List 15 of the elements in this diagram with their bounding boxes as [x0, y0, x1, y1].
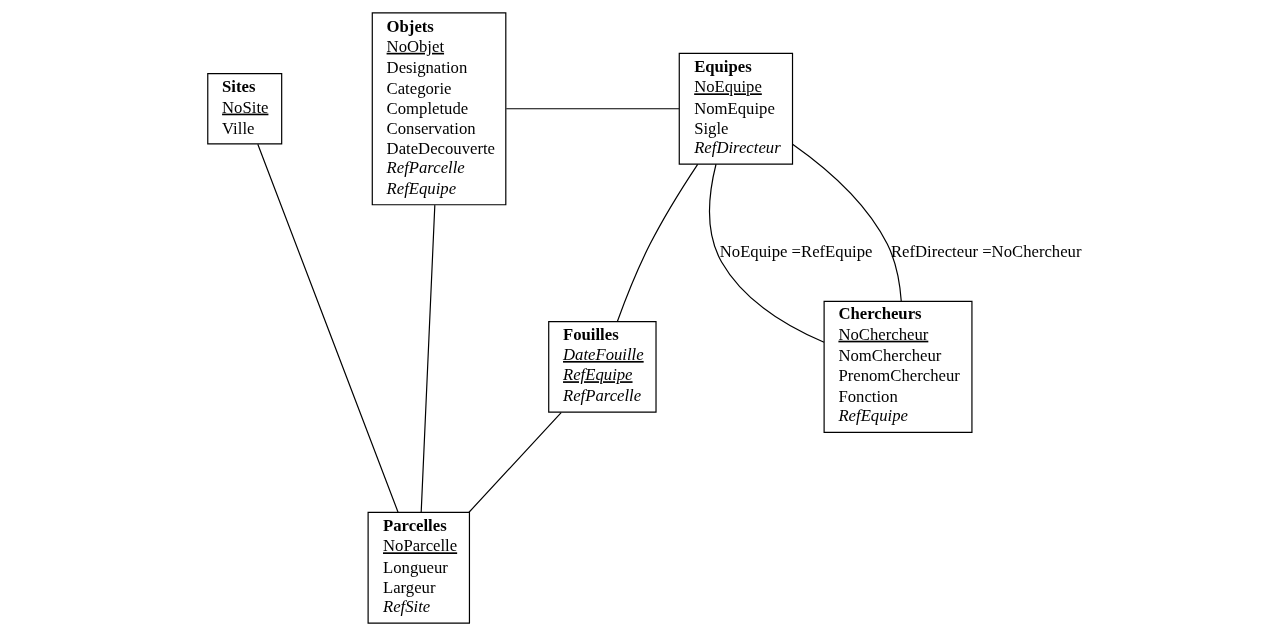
node-box: Parcelles NoParcelle Longueur Largeur RefSite — [367, 511, 470, 624]
node-box: Equipes NoEquipe NomEquipe Sigle RefDirecteur — [678, 52, 793, 165]
connector — [505, 108, 680, 110]
edge-label: NoEquipe =RefEquipe — [719, 242, 872, 262]
connector — [256, 143, 399, 513]
connector — [708, 163, 825, 343]
connector — [791, 143, 902, 302]
connector — [616, 163, 698, 323]
node-box: Sites NoSite Ville — [206, 73, 282, 145]
node-box: Objets NoObjet Designation Categorie Completude Conservation DateDecouverte RefParcelle RefEquipe — [371, 12, 506, 206]
connector — [420, 204, 435, 513]
connector — [467, 412, 562, 513]
edge-label: RefDirecteur =NoChercheur — [890, 242, 1082, 262]
node-box: Fouilles DateFouille RefEquipe RefParcelle — [547, 321, 657, 413]
node-box: Chercheurs NoChercheur NomChercheur PrenomChercheur Fonction RefEquipe — [823, 300, 973, 434]
